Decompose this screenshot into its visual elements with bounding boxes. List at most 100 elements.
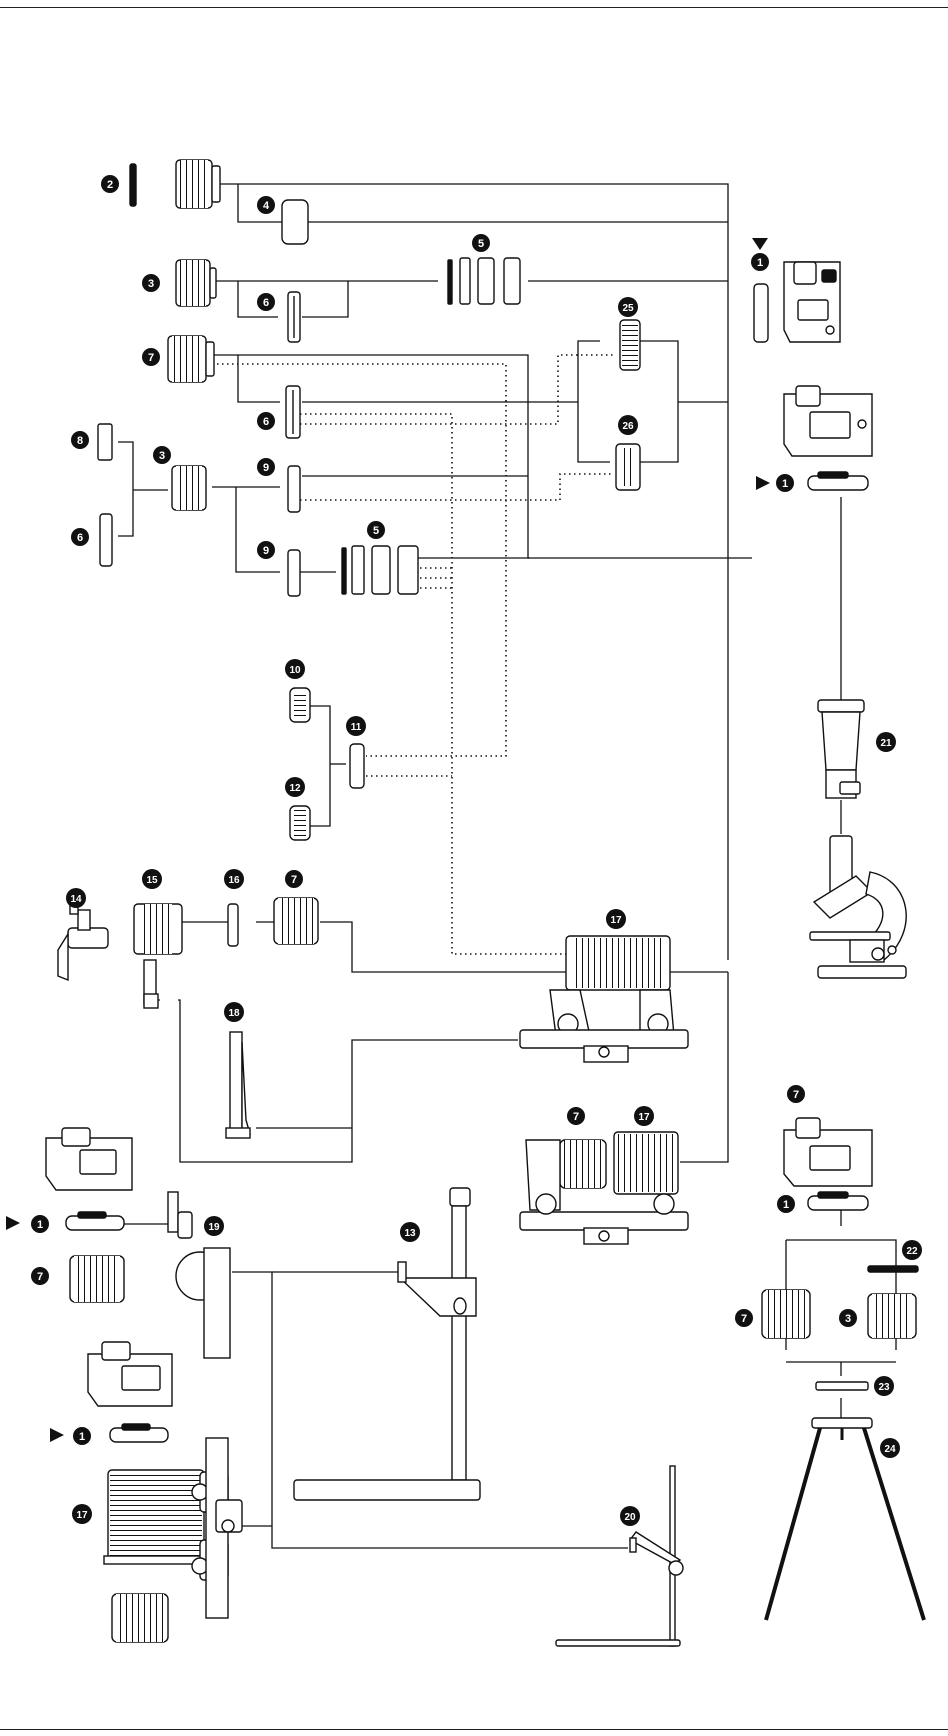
callout-label: 20 <box>624 1512 636 1523</box>
callout-c4: 4 <box>257 196 275 214</box>
callout-c7b: 7 <box>285 870 303 888</box>
callout-label: 21 <box>880 738 892 749</box>
arrow-right-marker-2 <box>6 1216 20 1230</box>
lens-icon-17c-bottom <box>112 1594 168 1642</box>
callout-c8: 8 <box>71 431 89 449</box>
callout-c11: 11 <box>346 716 366 736</box>
callout-c9a: 9 <box>257 458 275 476</box>
callout-c22: 22 <box>902 1240 922 1260</box>
callout-label: 26 <box>622 421 634 432</box>
lens-icon-7f <box>70 1256 124 1302</box>
callout-label: 8 <box>77 435 83 447</box>
arrow-right-marker-1 <box>756 476 770 490</box>
callout-label: 16 <box>228 875 240 886</box>
callout-c6b: 6 <box>257 412 275 430</box>
callout-c6a: 6 <box>257 293 275 311</box>
callout-c17b: 17 <box>634 1106 654 1126</box>
copy-arm-icon-19 <box>168 1192 230 1358</box>
callout-c9b: 9 <box>257 541 275 559</box>
callout-label: 25 <box>622 303 634 314</box>
callout-c12: 12 <box>285 777 305 797</box>
callout-c25: 25 <box>618 297 638 317</box>
callout-c1d: 1 <box>31 1215 49 1233</box>
callout-c1b: 1 <box>776 474 794 492</box>
filter-icon-22 <box>868 1266 918 1272</box>
callout-label: 7 <box>37 1271 43 1283</box>
bellows-icon-17c <box>104 1438 242 1618</box>
callout-label: 10 <box>289 665 301 676</box>
callout-c7e: 7 <box>735 1309 753 1327</box>
callout-c3b: 3 <box>153 446 171 464</box>
callout-c7a: 7 <box>142 348 160 366</box>
callout-c7c: 7 <box>567 1107 585 1125</box>
lens-icon-7b <box>274 898 318 944</box>
lens-icon-7e <box>762 1290 810 1338</box>
callout-c5a: 5 <box>472 234 490 252</box>
lens-icon-7a <box>168 336 214 382</box>
callout-c7d: 7 <box>787 1085 805 1103</box>
adapter-ring-icon-6a <box>288 292 300 342</box>
eyepiece-icon-12 <box>290 806 310 840</box>
callout-label: 11 <box>351 722 362 733</box>
callout-label: 9 <box>263 462 269 474</box>
callout-label: 17 <box>610 915 622 926</box>
callout-label: 3 <box>148 278 154 290</box>
adapter-icon-9a <box>288 466 300 512</box>
converter-icon-26 <box>616 444 640 490</box>
callout-c13: 13 <box>400 1222 420 1242</box>
callout-label: 24 <box>884 1444 896 1455</box>
callout-c1e: 1 <box>73 1427 91 1445</box>
callout-c16: 16 <box>224 869 244 889</box>
callout-label: 22 <box>906 1246 918 1257</box>
callout-label: 7 <box>573 1111 579 1123</box>
body-cap-icon <box>130 164 136 206</box>
converter-icon-25 <box>620 320 640 370</box>
components <box>46 160 924 1646</box>
camera-body-icon-4 <box>784 1118 872 1186</box>
camera-body-icon-2 <box>784 386 872 456</box>
callout-c26: 26 <box>618 415 638 435</box>
callout-label: 6 <box>263 297 269 309</box>
lens-icon-3c <box>868 1294 916 1338</box>
callout-label: 5 <box>478 238 484 250</box>
callout-c6c: 6 <box>71 528 89 546</box>
lens-icon-1 <box>176 160 220 208</box>
callout-c17a: 17 <box>606 909 626 929</box>
callout-c1a: 1 <box>751 253 769 271</box>
callout-c2a: 2 <box>101 175 119 193</box>
adapter-ring-icon-6c <box>100 514 112 566</box>
callout-label: 15 <box>146 875 158 886</box>
filter-set-icon-5b <box>342 546 418 594</box>
callout-c3c: 3 <box>839 1309 857 1327</box>
callout-c20: 20 <box>620 1506 640 1526</box>
callout-label: 1 <box>79 1431 85 1443</box>
callout-c23: 23 <box>874 1376 894 1396</box>
callout-label: 1 <box>782 478 788 490</box>
lens-icon-7c <box>560 1140 606 1188</box>
callout-label: 3 <box>159 450 165 462</box>
adapter-ring-icon-6b <box>286 386 300 438</box>
microscope-adapter-icon-21 <box>818 700 864 798</box>
filter-icon-8 <box>98 424 112 460</box>
callout-label: 1 <box>783 1199 789 1211</box>
dotted-lines <box>212 355 614 954</box>
callout-label: 9 <box>263 545 269 557</box>
callout-label: 17 <box>76 1510 88 1521</box>
bellows-focuser-icon-15 <box>134 904 182 1008</box>
finder-icon-1d <box>66 1212 124 1230</box>
slide-copier-icon-14 <box>58 900 108 980</box>
callout-label: 7 <box>741 1313 747 1325</box>
adapter-icon-9b <box>288 550 300 596</box>
eyepiece-icon-10 <box>290 688 310 722</box>
callout-label: 17 <box>638 1112 650 1123</box>
plate-icon-23 <box>816 1382 868 1390</box>
callout-label: 1 <box>757 257 763 269</box>
callout-label: 14 <box>70 894 82 905</box>
callout-c21: 21 <box>876 732 896 752</box>
callout-label: 19 <box>208 1222 220 1233</box>
callout-c10: 10 <box>285 659 305 679</box>
camera-body-icon-3 <box>46 1128 132 1190</box>
copy-stand-icon-13 <box>294 1188 480 1500</box>
arrow-down-marker <box>752 238 768 250</box>
camera-body-icon-5 <box>88 1342 172 1406</box>
